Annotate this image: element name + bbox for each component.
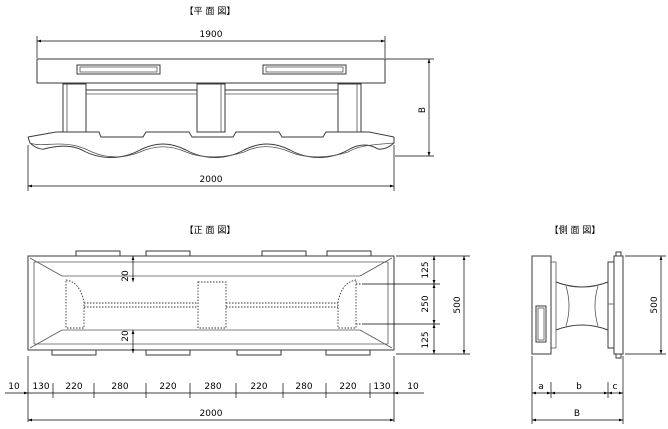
side-dim-500-label: 500 bbox=[650, 296, 660, 313]
side-web bbox=[555, 281, 609, 331]
front-seg-4: 220 bbox=[159, 382, 176, 392]
front-seg-0: 10 bbox=[8, 382, 20, 392]
plan-column-center bbox=[196, 83, 226, 133]
front-seg-5: 280 bbox=[204, 382, 221, 392]
side-view-title: 【側 面 図】 bbox=[550, 224, 601, 236]
front-dim-20-bottom: 20 bbox=[121, 330, 135, 353]
front-seg-8: 220 bbox=[339, 382, 356, 392]
plan-wavy-base bbox=[27, 131, 395, 158]
side-dim-a: a bbox=[538, 382, 544, 392]
front-dim-bottom-segments: 10 130 220 280 220 280 220 280 220 130 1… bbox=[5, 356, 424, 422]
front-seg-10: 10 bbox=[407, 382, 419, 392]
plan-top-beam bbox=[36, 58, 386, 84]
front-bottom-tabs bbox=[51, 349, 371, 356]
plan-dim-b-label: B bbox=[418, 107, 428, 113]
plan-connecting-beams bbox=[86, 89, 338, 95]
side-right-flange bbox=[607, 251, 624, 359]
front-seg-3: 280 bbox=[111, 382, 128, 392]
plan-dim-b: B bbox=[385, 58, 434, 157]
front-seg-1: 130 bbox=[32, 382, 49, 392]
front-seg-2: 220 bbox=[65, 382, 82, 392]
plan-dim-2000-label: 2000 bbox=[200, 175, 223, 185]
front-dim-500: 500 bbox=[453, 296, 463, 313]
side-dim-total-b: B bbox=[532, 409, 623, 422]
front-inner-frame bbox=[29, 257, 393, 349]
front-hidden-lines bbox=[65, 279, 362, 329]
front-dim-250: 250 bbox=[421, 295, 431, 312]
front-dim-20-top: 20 bbox=[121, 256, 135, 282]
plan-column-right bbox=[337, 83, 362, 133]
side-dim-abc: a b c bbox=[531, 356, 624, 424]
front-dim-125-bottom: 125 bbox=[421, 331, 431, 348]
side-view: 【側 面 図】 500 bbox=[531, 224, 666, 424]
side-dim-total-b-label: B bbox=[574, 409, 580, 419]
plan-view-title: 【平 面 図】 bbox=[185, 6, 236, 17]
front-dim-125-top: 125 bbox=[421, 261, 431, 278]
side-left-flange bbox=[531, 255, 557, 355]
side-dim-b: b bbox=[576, 382, 582, 392]
front-seg-6: 220 bbox=[250, 382, 267, 392]
front-outer-body bbox=[27, 255, 395, 351]
plan-dim-1900-label: 1900 bbox=[200, 30, 223, 40]
front-view: 【正 面 図】 bbox=[5, 225, 470, 422]
front-seg-7: 280 bbox=[295, 382, 312, 392]
plan-dim-2000: 2000 bbox=[27, 145, 395, 191]
front-view-title: 【正 面 図】 bbox=[185, 225, 236, 236]
front-dim-right: 125 250 125 500 bbox=[362, 255, 470, 355]
plan-dim-1900: 1900 bbox=[36, 30, 386, 58]
plan-slot-left bbox=[76, 64, 161, 75]
front-dim-2000: 2000 bbox=[28, 409, 394, 422]
side-dim-c: c bbox=[613, 382, 618, 392]
plan-column-left bbox=[62, 83, 87, 133]
side-dim-500: 500 bbox=[625, 255, 666, 355]
front-top-tabs bbox=[75, 250, 372, 257]
front-dim-20-top-label: 20 bbox=[121, 270, 131, 282]
front-seg-9: 130 bbox=[373, 382, 390, 392]
plan-view: 【平 面 図】 1900 bbox=[27, 6, 434, 191]
front-dim-2000-label: 2000 bbox=[200, 409, 223, 419]
front-dim-20-bottom-label: 20 bbox=[121, 330, 131, 342]
plan-slot-right bbox=[262, 64, 347, 75]
